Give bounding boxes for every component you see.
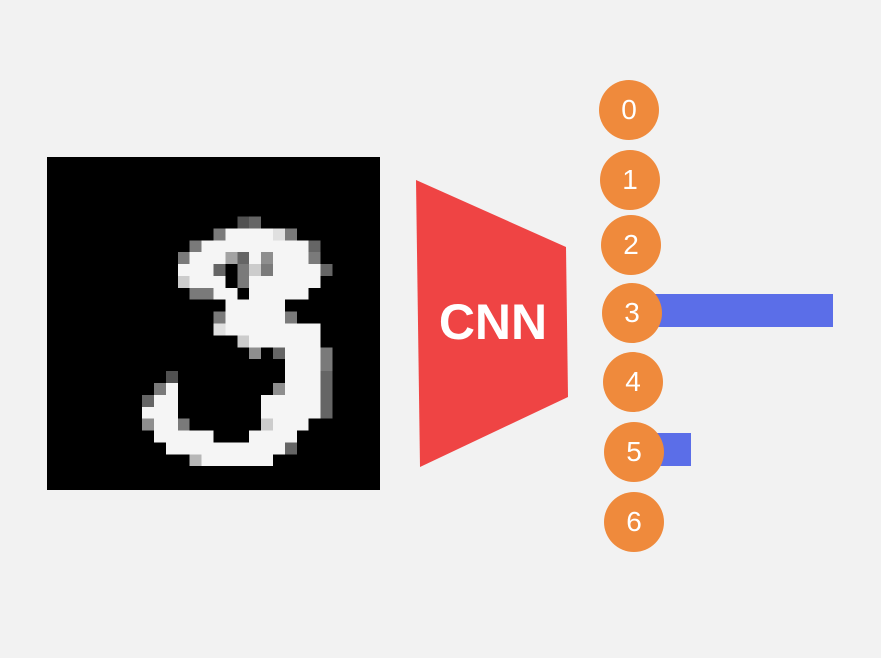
cnn-label: CNN	[438, 294, 548, 350]
digit-three-pixels	[142, 216, 333, 467]
class-probability-bar	[630, 294, 833, 327]
class-label-circle: 5	[604, 422, 664, 482]
class-label-circle: 6	[604, 492, 664, 552]
input-digit-image	[47, 157, 380, 490]
class-label-circle: 3	[602, 283, 662, 343]
class-label-circle: 2	[601, 215, 661, 275]
class-label-circle: 4	[603, 352, 663, 412]
class-label-circle: 1	[600, 150, 660, 210]
cnn-trapezoid	[416, 180, 568, 467]
class-label-circle: 0	[599, 80, 659, 140]
